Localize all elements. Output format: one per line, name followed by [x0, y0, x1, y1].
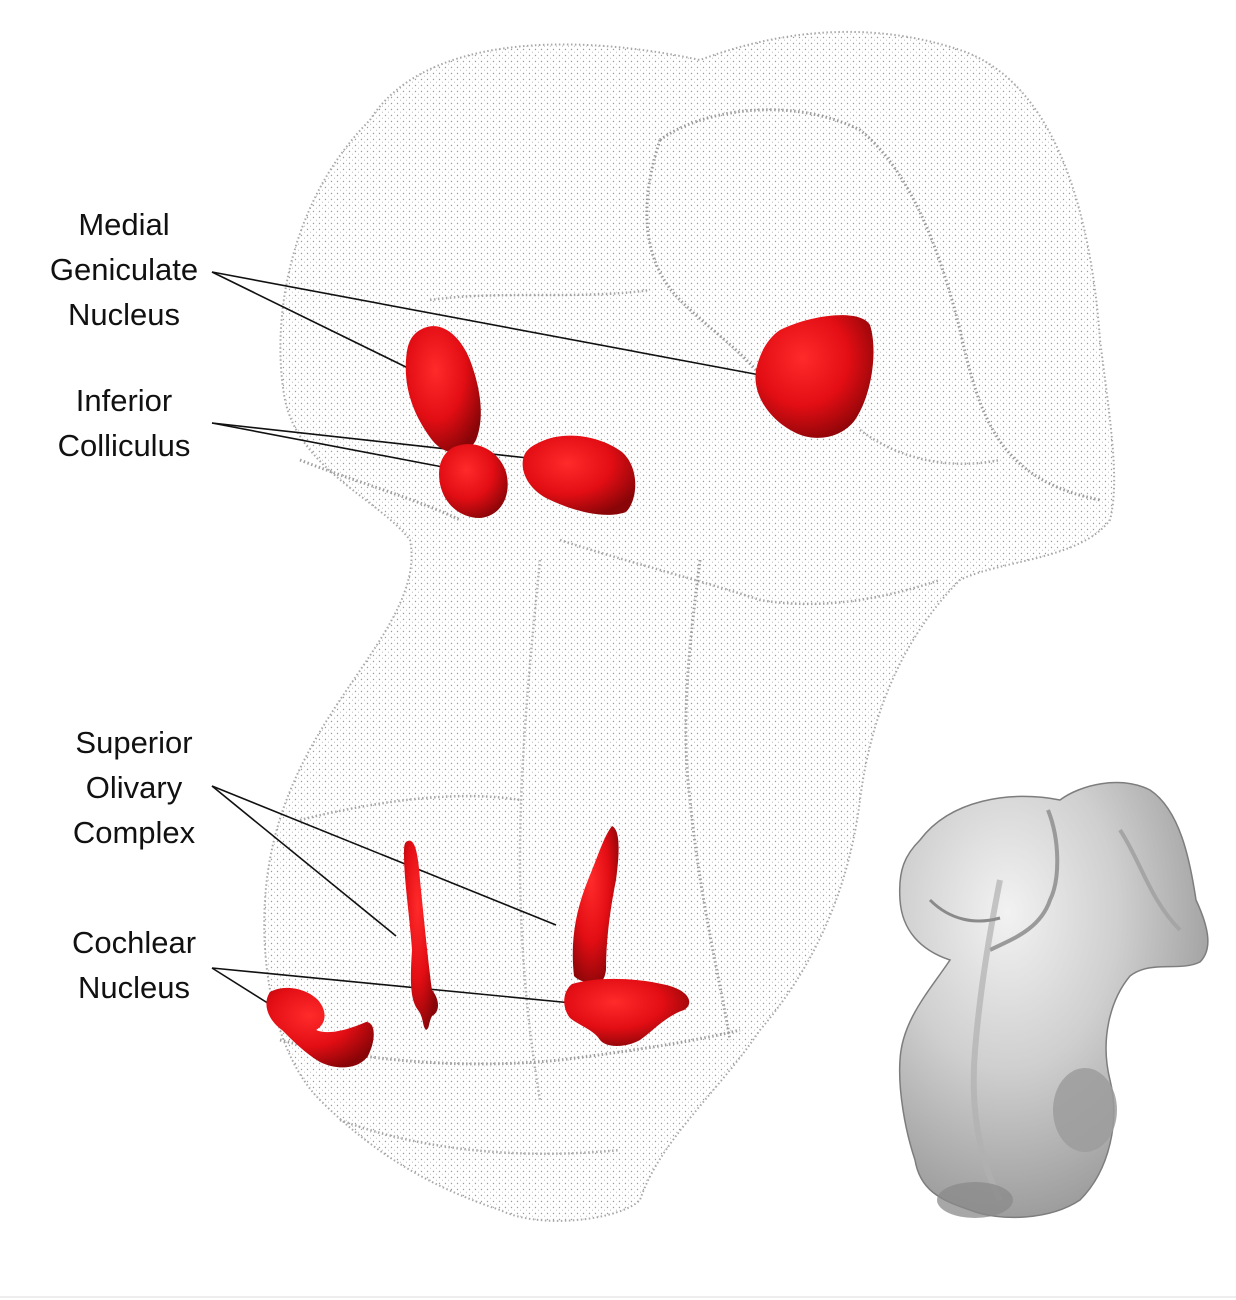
label-line: Olivary: [85, 770, 183, 805]
superior-olivary-left: [404, 840, 438, 1030]
label-line: Nucleus: [78, 970, 190, 1005]
leader-mgn-left: [211, 271, 413, 371]
inferior-colliculus-left: [439, 444, 508, 518]
medial-geniculate-right: [755, 315, 874, 438]
inferior-colliculus-right: [522, 435, 636, 515]
surface-brainstem-model: [898, 781, 1209, 1219]
cochlear-nucleus-right: [564, 978, 690, 1046]
label-line: Geniculate: [49, 252, 199, 287]
cochlear-nucleus-left: [266, 987, 374, 1068]
leader-soc-left: [211, 785, 397, 937]
point-cloud-brainstem: [263, 30, 1116, 1222]
nuclei: [266, 315, 874, 1068]
label-line: Colliculus: [57, 428, 191, 463]
superior-olivary-right: [572, 826, 619, 983]
label-medial-geniculate-nucleus: Medial Geniculate Nucleus: [38, 202, 210, 337]
medial-geniculate-left: [405, 326, 481, 453]
leader-ic-left: [211, 422, 449, 469]
leader-soc-right: [211, 785, 557, 926]
leader-mgn-right: [211, 271, 761, 376]
label-line: Complex: [72, 815, 196, 850]
label-cochlear-nucleus: Cochlear Nucleus: [48, 920, 220, 1010]
label-superior-olivary-complex: Superior Olivary Complex: [48, 720, 220, 855]
leader-cn-right: [211, 967, 573, 1004]
bottom-divider: [0, 1296, 1236, 1298]
label-line: Nucleus: [68, 297, 180, 332]
label-inferior-colliculus: Inferior Colliculus: [36, 378, 212, 468]
label-line: Superior: [75, 725, 193, 760]
label-line: Inferior: [75, 383, 173, 418]
label-line: Cochlear: [71, 925, 197, 960]
label-line: Medial: [78, 207, 170, 242]
